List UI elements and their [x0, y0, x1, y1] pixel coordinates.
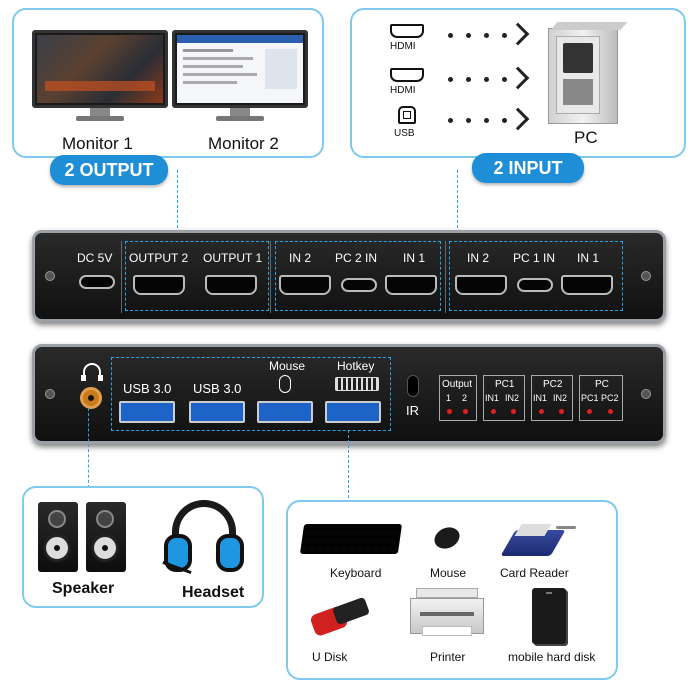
- usb-b-icon: [398, 106, 416, 124]
- hdmi-icon: [390, 68, 424, 82]
- led-label: IN1: [485, 393, 500, 403]
- pc1-inputs-highlight: [449, 241, 623, 311]
- g2-in2-hdmi-port: [455, 275, 507, 295]
- led-group-pc1: [483, 375, 525, 421]
- keyboard-label: Keyboard: [330, 566, 382, 580]
- hdmi-icon: [390, 24, 424, 38]
- kvm-front-panel: DC 5V OUTPUT 2 OUTPUT 1 IN 2 PC 2 IN IN …: [32, 230, 666, 322]
- led-indicator: [587, 409, 592, 414]
- led-label: IN2: [505, 393, 520, 403]
- speaker-label: Speaker: [52, 580, 115, 597]
- mouse-image: [430, 523, 464, 553]
- kvm-back-panel: USB 3.0 USB 3.0 Mouse Hotkey IR Output 1…: [32, 344, 666, 444]
- led-group-pc: [579, 375, 623, 421]
- mouse-port-label: Mouse: [269, 359, 306, 373]
- mouse-usb-port: [257, 401, 313, 423]
- source-label-1: HDMI: [390, 41, 416, 52]
- led-label: PC2: [601, 393, 619, 403]
- dc-label: DC 5V: [77, 251, 113, 265]
- keyboard-image: [299, 524, 403, 554]
- source-label-2: HDMI: [390, 85, 416, 96]
- g1-in2-label: IN 2: [289, 251, 312, 265]
- monitor-2-image: [172, 30, 308, 122]
- led-label: PC1: [581, 393, 599, 403]
- output-1-hdmi-port: [205, 275, 257, 295]
- pc-tower-image: [548, 22, 628, 124]
- led-label: IN1: [533, 393, 548, 403]
- g1-pc-usbc-port: [341, 278, 377, 292]
- input-badge: 2 INPUT: [472, 153, 584, 183]
- dc-port: [79, 275, 115, 289]
- led-group-output: [439, 375, 477, 421]
- g2-pc-label: PC 1 IN: [513, 251, 556, 265]
- output-2-hdmi-port: [133, 275, 185, 295]
- output-ports-highlight: [125, 241, 269, 311]
- headset-image: [162, 500, 252, 580]
- led-indicator: [511, 409, 516, 414]
- output-badge: 2 OUTPUT: [50, 155, 168, 185]
- usb1-label: USB 3.0: [123, 381, 172, 396]
- peripherals-panel: Keyboard Mouse Card Reader U Disk Printe…: [286, 500, 618, 680]
- inputs-panel: HDMI HDMI USB PC: [350, 8, 686, 158]
- chevron-right-icon: [506, 22, 530, 46]
- led-output-title: Output: [442, 379, 473, 390]
- headset-label: Headset: [182, 584, 245, 601]
- led-indicator: [463, 409, 468, 414]
- chevron-right-icon: [506, 66, 530, 90]
- pc2-inputs-highlight: [275, 241, 441, 311]
- output-1-label: OUTPUT 1: [203, 251, 263, 265]
- audio-panel: Speaker Headset: [22, 486, 264, 608]
- usb1-port: [119, 401, 175, 423]
- source-label-3: USB: [394, 128, 415, 139]
- g1-pc-label: PC 2 IN: [335, 251, 378, 265]
- led-label: 2: [462, 393, 468, 403]
- mouse-icon: [279, 375, 291, 393]
- g1-in1-hdmi-port: [385, 275, 437, 295]
- g2-in1-label: IN 1: [577, 251, 600, 265]
- usb2-label: USB 3.0: [193, 381, 242, 396]
- led-group-pc2: [531, 375, 573, 421]
- ir-label: IR: [406, 403, 419, 418]
- led-indicator: [608, 409, 613, 414]
- led-indicator: [559, 409, 564, 414]
- hotkey-port-label: Hotkey: [337, 359, 375, 373]
- led-indicator: [539, 409, 544, 414]
- led-pc2-title: PC2: [543, 379, 563, 390]
- led-indicator: [491, 409, 496, 414]
- monitor-2-label: Monitor 2: [208, 134, 279, 153]
- card-reader-image: [500, 520, 578, 560]
- usb2-port: [189, 401, 245, 423]
- speaker-image: [38, 502, 130, 574]
- led-label: 1: [446, 393, 452, 403]
- pc-label: PC: [574, 128, 598, 147]
- usb-ports-highlight: [111, 357, 391, 431]
- output-2-label: OUTPUT 2: [129, 251, 189, 265]
- monitors-panel: Monitor 1 Monitor 2: [12, 8, 324, 158]
- printer-image: [410, 588, 486, 644]
- chevron-right-icon: [506, 107, 530, 131]
- keyboard-icon: [335, 377, 379, 391]
- led-indicator: [447, 409, 452, 414]
- mouse-label: Mouse: [430, 566, 467, 580]
- hard-disk-image: [532, 588, 566, 644]
- hard-disk-label: mobile hard disk: [508, 650, 596, 664]
- g2-in1-hdmi-port: [561, 275, 613, 295]
- u-disk-image: [308, 596, 374, 638]
- u-disk-label: U Disk: [312, 650, 348, 664]
- monitor-1-image: [32, 30, 168, 122]
- audio-jack: [80, 387, 102, 409]
- g2-pc-usbc-port: [517, 278, 553, 292]
- g1-in1-label: IN 1: [403, 251, 426, 265]
- led-pc-title: PC: [595, 379, 609, 390]
- headphone-icon: [83, 363, 101, 377]
- ir-sensor: [407, 375, 419, 397]
- led-label: IN2: [553, 393, 568, 403]
- hotkey-usb-port: [325, 401, 381, 423]
- g2-in2-label: IN 2: [467, 251, 490, 265]
- led-pc1-title: PC1: [495, 379, 515, 390]
- card-reader-label: Card Reader: [500, 566, 569, 580]
- monitor-1-label: Monitor 1: [62, 134, 133, 153]
- g1-in2-hdmi-port: [279, 275, 331, 295]
- printer-label: Printer: [430, 650, 466, 664]
